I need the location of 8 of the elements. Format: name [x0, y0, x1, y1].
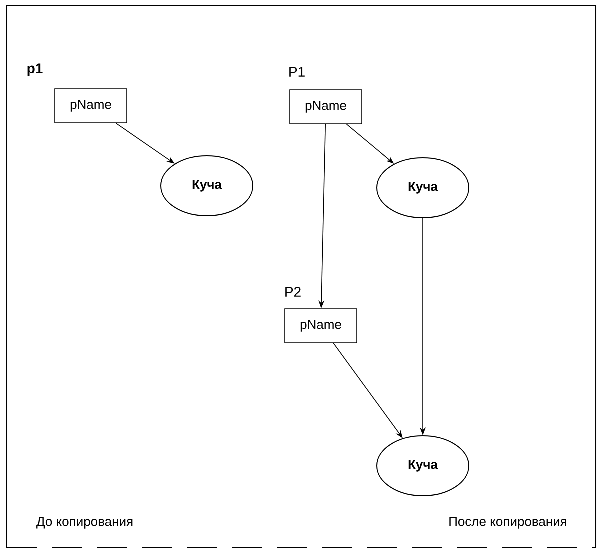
pointer-name: p1 [28, 64, 43, 76]
pointer-box: pName [290, 90, 362, 124]
pointer-name: P1 [290, 67, 305, 77]
pointer-box: pName [284, 308, 358, 344]
pointer-name: P2 [286, 287, 301, 297]
caption: До копирования [36, 517, 133, 529]
pointer-box: pName [54, 88, 128, 124]
caption: После копирования [450, 517, 566, 529]
